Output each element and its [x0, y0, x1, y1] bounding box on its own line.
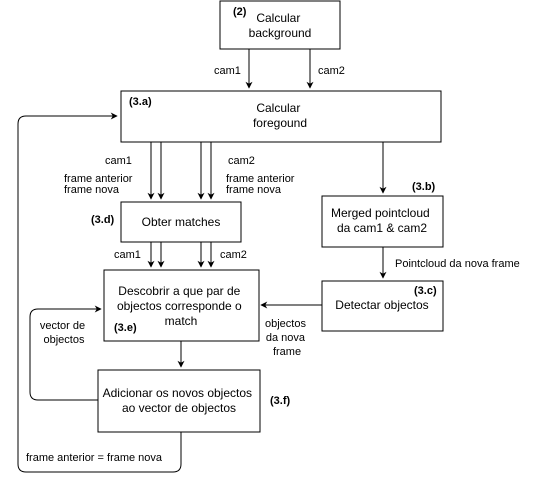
- edge-label-vector-objects: vector de: [40, 320, 85, 332]
- edge-label-objects-new-frame: frame: [273, 346, 301, 358]
- edge-labels: cam1 cam2 cam1 cam2 frame anterior frame…: [26, 65, 520, 464]
- svg-text:Calcular background: Calcular background: [249, 11, 312, 40]
- node-label-line: background: [249, 26, 312, 40]
- svg-text:Adicionar os novos objectos: Adicionar os novos objectos ao vector de…: [103, 386, 256, 415]
- node-calcular-foreground: (3.a) Calcular foregound: [120, 90, 442, 143]
- node-label-line: Calcular: [256, 11, 300, 25]
- node-tag: (3.a): [129, 96, 152, 108]
- node-label-line: Calcular: [256, 101, 300, 115]
- node-merged-pointcloud: (3.b) Merged pointcloud da cam1 & cam2: [321, 181, 444, 248]
- edge-label-objects-new-frame: objectos: [265, 318, 306, 330]
- edge-label-objects-new-frame: da nova: [266, 332, 306, 344]
- edge-label-left-frame-anterior: frame anterior: [64, 173, 133, 185]
- node-tag: (3.d): [91, 214, 115, 226]
- node-adicionar-objectos: (3.f) Adicionar os novos objectos ao vec…: [97, 369, 291, 433]
- node-tag: (3.c): [414, 285, 437, 297]
- node-obter-matches: (3.d) Obter matches: [91, 201, 242, 243]
- node-label-line: Adicionar os novos objectos: [103, 386, 252, 400]
- edge-label-top-cam2: cam2: [318, 65, 345, 77]
- svg-text:Calcular foregound: Calcular foregound: [253, 101, 307, 130]
- edge-label-low-cam2: cam2: [220, 249, 247, 261]
- svg-text:objectos da nova: objectos da nova frame: [265, 318, 309, 358]
- node-descobrir-par: (3.e) Descobrir a que par de objectos co…: [103, 269, 260, 342]
- svg-text:vector de objectos: vector de objectos: [40, 320, 88, 346]
- node-detectar-objectos: (3.c) Detectar objectos: [321, 280, 444, 332]
- svg-text:Merged pointcloud da c: Merged pointcloud da cam1 & cam2: [331, 206, 433, 235]
- node-label-line: ao vector de objectos: [122, 401, 236, 415]
- edge-label-top-cam1: cam1: [214, 65, 241, 77]
- node-label-line: objectos corresponde o: [117, 299, 242, 313]
- edge-label-right-frame-anterior: frame anterior: [226, 173, 295, 185]
- node-label-line: Obter matches: [142, 215, 221, 229]
- node-tag: (3.e): [114, 322, 137, 334]
- edges: [17, 49, 387, 473]
- edge-label-left-frame-nova: frame nova: [64, 184, 120, 196]
- node-tag: (3.b): [412, 181, 436, 193]
- edge-label-right-frame-nova: frame nova: [226, 184, 282, 196]
- node-label-line: Merged pointcloud: [331, 206, 430, 220]
- edge-label-vector-objects: objectos: [44, 334, 85, 346]
- edge-label-mid-cam2: cam2: [228, 155, 255, 167]
- node-tag: (3.f): [270, 395, 291, 407]
- edge-add-to-foreground-loop: [17, 112, 182, 473]
- node-calcular-background: (2) Calcular background: [219, 0, 341, 50]
- edge-add-to-discover-loop: [29, 305, 102, 401]
- node-label-line: Detectar objectos: [335, 298, 428, 312]
- edge-label-low-cam1: cam1: [114, 249, 141, 261]
- edge-label-pointcloud: Pointcloud da nova frame: [395, 258, 520, 270]
- node-label-line: foregound: [253, 116, 307, 130]
- node-label-line: match: [165, 314, 198, 328]
- edge-label-mid-cam1: cam1: [105, 155, 132, 167]
- edge-label-loop-back: frame anterior = frame nova: [26, 452, 163, 464]
- svg-text:Descobrir a que par de: Descobrir a que par de objectos correspo…: [117, 284, 245, 328]
- node-label-line: Descobrir a que par de: [118, 284, 240, 298]
- node-tag: (2): [233, 6, 247, 18]
- node-label-line: da cam1 & cam2: [337, 221, 427, 235]
